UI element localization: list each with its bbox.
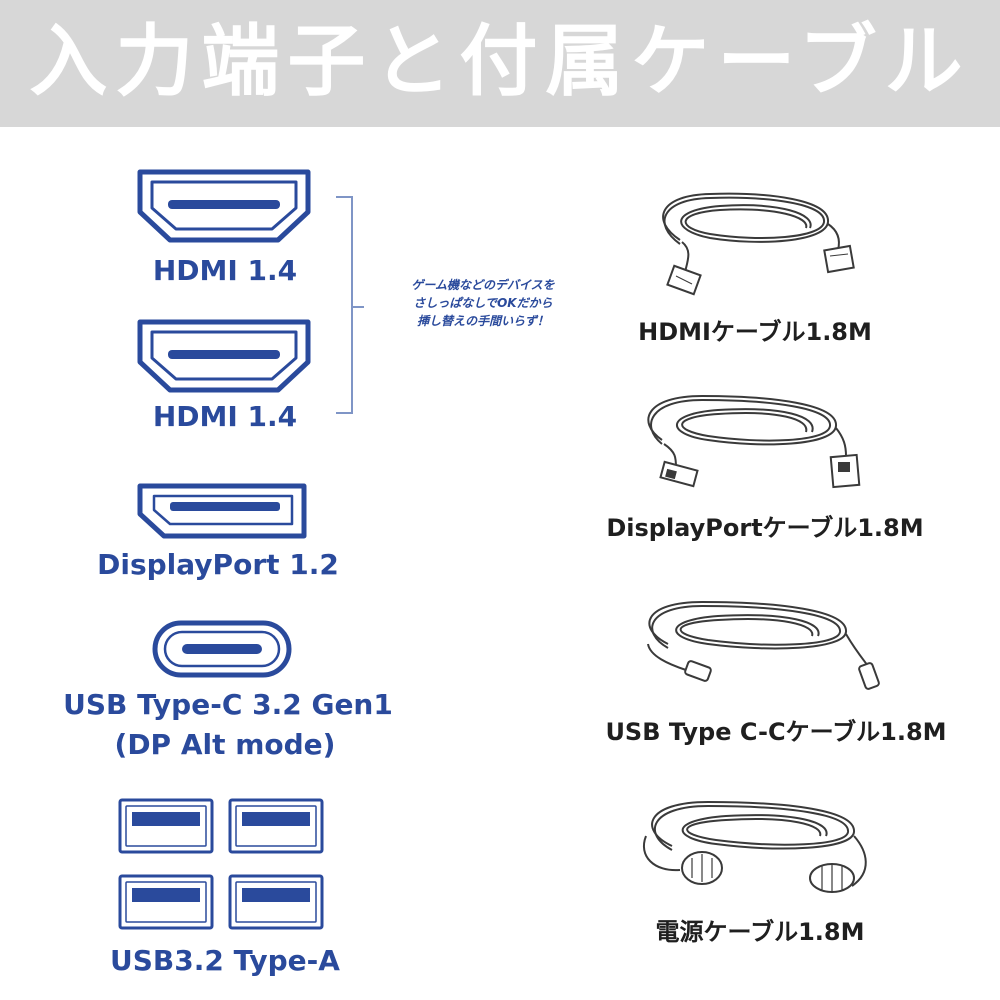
hdmi-port-icon bbox=[137, 319, 311, 393]
displayport-cable-label: DisplayPortケーブル1.8M bbox=[606, 514, 924, 542]
power-cable-label: 電源ケーブル1.8M bbox=[655, 918, 865, 946]
usb-a-port-label: USB3.2 Type-A bbox=[110, 944, 340, 977]
hdmi-port-label-1: HDMI 1.4 bbox=[152, 254, 298, 287]
power-cable-icon bbox=[643, 800, 867, 893]
displayport-port-icon bbox=[137, 483, 307, 539]
hdmi-cable-label: HDMIケーブル1.8M bbox=[638, 318, 872, 346]
usb-c-cable-icon bbox=[647, 600, 880, 690]
usb-c-port-icon bbox=[152, 620, 292, 678]
usb-a-port-icon bbox=[118, 798, 324, 930]
hdmi-group-bracket bbox=[336, 196, 364, 414]
note-line: さしっぱなしでOKだから bbox=[413, 296, 553, 310]
usb-c-cable-label: USB Type C-Cケーブル1.8M bbox=[605, 718, 947, 746]
hdmi-port-icon bbox=[137, 169, 311, 243]
note-line: ゲーム機などのデバイスを bbox=[411, 278, 555, 292]
note-line: 挿し替えの手間いらず！ bbox=[417, 314, 549, 328]
hdmi-cable-icon bbox=[662, 192, 855, 296]
page-title: 入力端子と付属ケーブル bbox=[29, 17, 971, 107]
usb-c-port-label-line2: (DP Alt mode) bbox=[114, 728, 336, 761]
displayport-port-label: DisplayPort 1.2 bbox=[97, 548, 339, 581]
header-banner: 入力端子と付属ケーブル bbox=[0, 0, 1000, 127]
hdmi-note: ゲーム機などのデバイスを さしっぱなしでOKだから 挿し替えの手間いらず！ bbox=[372, 276, 594, 330]
usb-c-port-label-line1: USB Type-C 3.2 Gen1 bbox=[63, 688, 393, 721]
hdmi-port-label-2: HDMI 1.4 bbox=[152, 400, 298, 433]
displayport-cable-icon bbox=[647, 394, 861, 489]
